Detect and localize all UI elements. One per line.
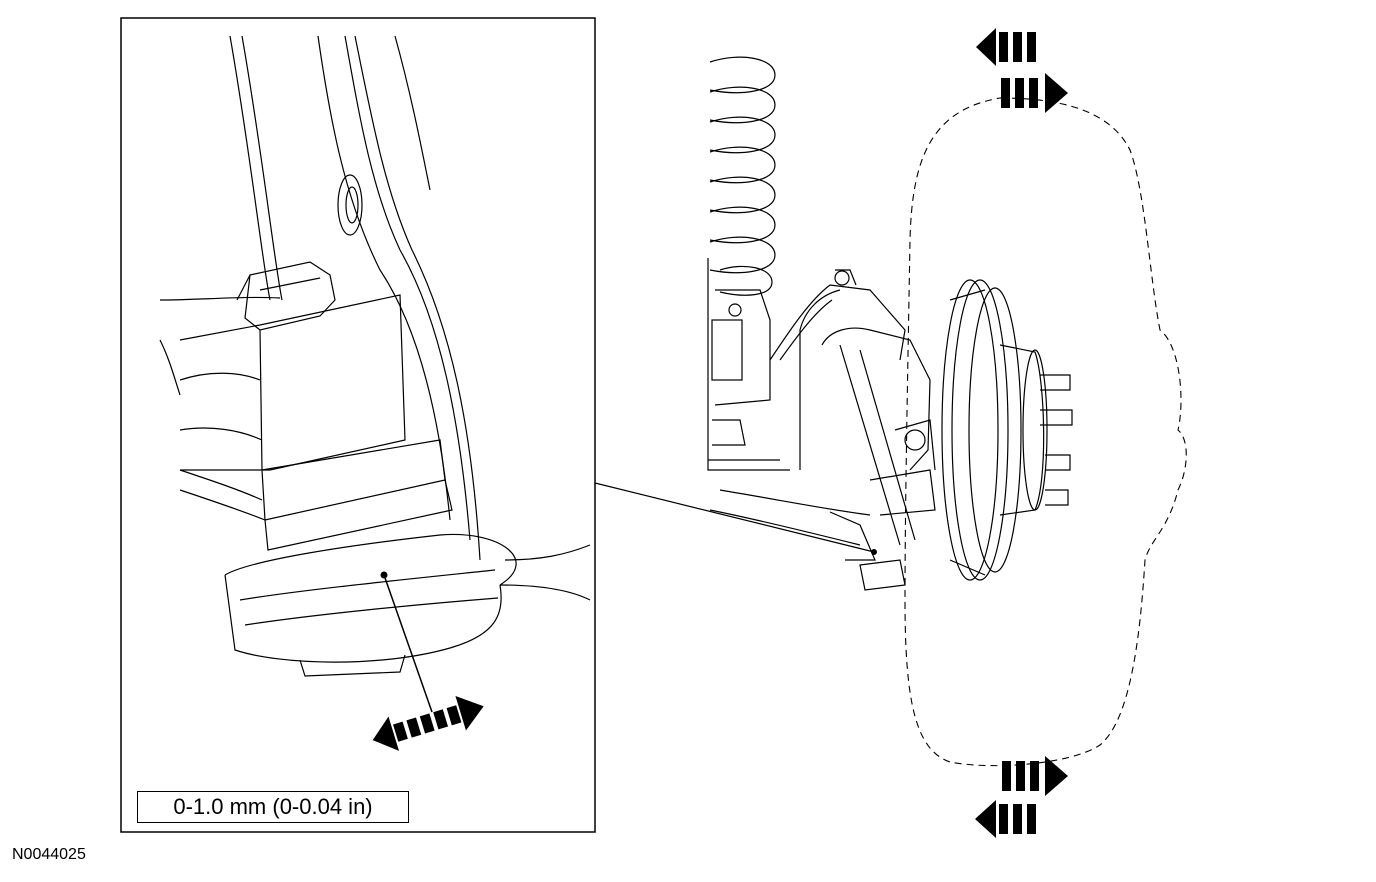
detail-callout-line: [594, 482, 875, 553]
coil-spring: [709, 56, 776, 296]
measurement-leader-line: [383, 574, 433, 713]
bottom-left-direction-arrow: [975, 800, 1036, 838]
clearance-spec-label: 0-1.0 mm (0-0.04 in): [137, 791, 409, 823]
bottom-right-direction-arrow: [1002, 756, 1068, 796]
top-left-direction-arrow: [976, 28, 1036, 66]
top-right-direction-arrow: [1001, 73, 1068, 113]
detail-inset-frame: [120, 17, 596, 833]
suspension-assembly: [707, 258, 1073, 591]
tire-outline: [904, 97, 1187, 767]
detail-inset-drawing: [159, 35, 591, 677]
inset-play-arrow: [372, 696, 484, 751]
figure-id: N0044025: [12, 846, 86, 863]
